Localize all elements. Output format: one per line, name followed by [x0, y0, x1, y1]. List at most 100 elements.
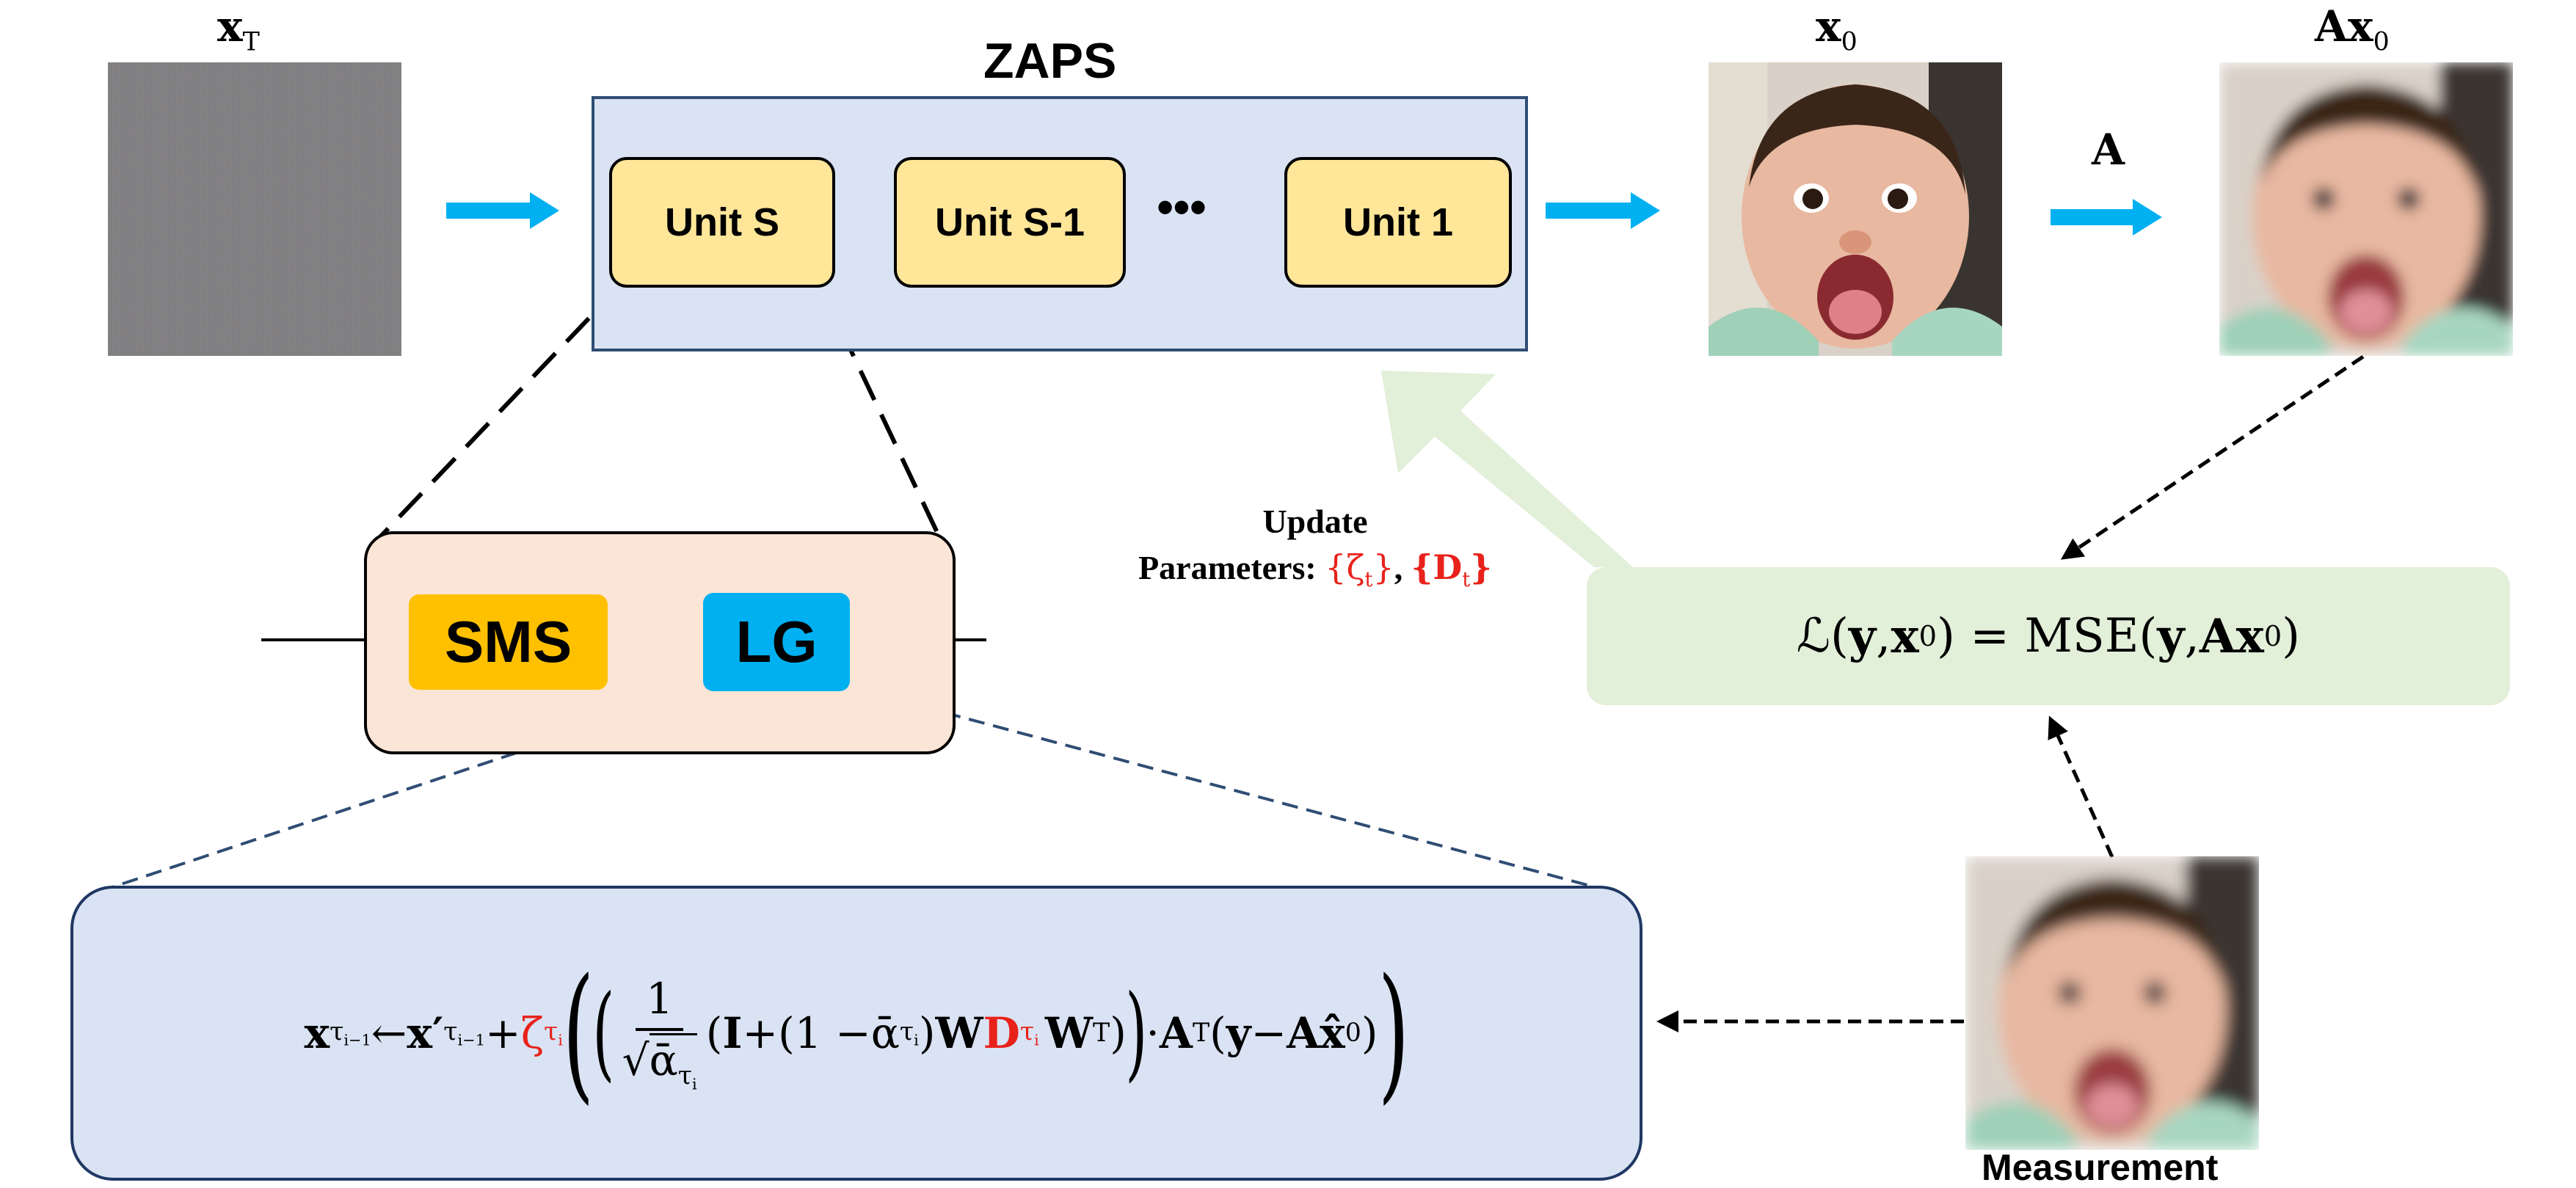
f-plus: +	[484, 1008, 521, 1058]
flow-arrow-noise-to-zaps	[446, 192, 559, 229]
flow-arrow-operator-A	[2051, 199, 2162, 236]
loss-x: x	[1891, 608, 1919, 664]
noise-image-xT	[108, 62, 401, 356]
f-zeta-tau: τ	[544, 1017, 559, 1047]
measurement-label: Measurement	[1982, 1147, 2219, 1188]
f-xprime-tau: τ	[443, 1017, 458, 1047]
loss-y: y	[1848, 608, 1877, 664]
update-parameters-arrow	[1381, 371, 1633, 567]
dashed-arrow-measurement-to-loss	[2048, 715, 2114, 859]
sms-block: SMS	[409, 594, 608, 690]
flow-arrow-zaps-to-x0	[1546, 192, 1660, 229]
update-parameters-text: Parameters:	[1138, 549, 1325, 587]
f-paren2-close: )	[1361, 1008, 1378, 1058]
f-I: I	[722, 1008, 743, 1058]
lg-block: LG	[703, 593, 850, 691]
loss-sep: ,	[1876, 609, 1891, 663]
f-outer-paren-open: (	[562, 947, 594, 1118]
loss-close: )	[2282, 609, 2301, 663]
f-AT-sup: T	[1192, 1018, 1210, 1048]
label-Ax0: Ax0	[2315, 1, 2390, 57]
f-xprime-sub: τi−1	[443, 1017, 485, 1049]
f-fraction: 1 √ᾱτi	[622, 974, 697, 1093]
loss-L: ℒ(	[1796, 609, 1849, 663]
f-zeta: ζ	[520, 1008, 545, 1058]
update-comma: ,	[1394, 549, 1411, 587]
f-xhat-sub: 0	[1345, 1018, 1361, 1048]
f-fraction-denominator: √ᾱτi	[622, 1031, 697, 1093]
f-paren-open: (	[705, 1008, 723, 1058]
f-D-sub: τi	[1020, 1017, 1039, 1049]
f-fraction-numerator: 1	[636, 974, 684, 1031]
f-xprime: x′	[407, 1008, 444, 1058]
label-x0: x0	[1816, 1, 1858, 57]
update-zeta-close: }	[1372, 547, 1394, 588]
f-lhs-sub: τi−1	[330, 1017, 371, 1049]
zaps-title: ZAPS	[983, 33, 1117, 89]
f-xprime-subsub: i−1	[457, 1031, 485, 1049]
f-lhs-tau: τ	[330, 1017, 344, 1047]
loss-Ax-sub: 0	[2263, 619, 2282, 653]
f-one-minus: (1 −	[778, 1008, 871, 1058]
loss-y2: y	[2157, 608, 2185, 664]
label-xT: xT	[217, 1, 260, 57]
operator-A-label: A	[2092, 125, 2125, 175]
zoom-line-left	[374, 281, 625, 544]
label-Ax0-symbol: Ax	[2315, 1, 2373, 51]
update-D-symbol: {D	[1411, 547, 1463, 588]
update-parameters-label: Update Parameters: {ζt}, {Dt}	[1132, 499, 1499, 594]
label-x0-symbol: x	[1816, 1, 1841, 51]
f-alphabar: ᾱ	[649, 1035, 678, 1085]
f-alphabar2: ᾱ	[870, 1008, 900, 1058]
label-xT-subscript: T	[242, 27, 260, 57]
f-alphabar2-subsub: i	[914, 1031, 919, 1049]
f-lhs-subsub: i−1	[343, 1031, 371, 1049]
f-D-tau: τ	[1019, 1017, 1035, 1047]
f-W: W	[935, 1008, 983, 1058]
update-D-sub: t	[1462, 567, 1471, 592]
update-D: {Dt}	[1411, 547, 1492, 591]
degraded-image-Ax0	[2219, 62, 2513, 356]
f-arrow: ←	[371, 1008, 407, 1058]
f-xhat: x̂	[1320, 1008, 1345, 1058]
f-WT-sup: T	[1093, 1018, 1110, 1048]
unit-1: Unit 1	[1284, 157, 1512, 288]
f-sqrt-radicand: ᾱτi	[649, 1032, 697, 1093]
update-zeta: {ζt}	[1325, 547, 1394, 591]
f-inner-paren-close: )	[1125, 973, 1148, 1093]
f-sqrt: √	[622, 1035, 650, 1085]
measurement-image-y	[1965, 856, 2259, 1150]
loss-sep2: ,	[2184, 609, 2200, 663]
label-Ax0-subscript: 0	[2373, 27, 2390, 57]
loss-Ax: Ax	[2199, 608, 2264, 664]
f-minus: −	[1251, 1008, 1287, 1058]
update-zeta-sub: t	[1364, 567, 1373, 592]
update-D-close: }	[1470, 547, 1492, 588]
unit-s: Unit S	[609, 157, 835, 288]
update-line-2: Parameters: {ζt}, {Dt}	[1132, 544, 1499, 593]
label-x0-subscript: 0	[1841, 27, 1858, 57]
update-zeta-symbol: {ζ	[1325, 547, 1365, 588]
f-close-inner: )	[918, 1008, 936, 1058]
f-paren2-open: (	[1209, 1008, 1226, 1058]
f-D-subsub: i	[1034, 1031, 1039, 1049]
f-inner-paren-open: (	[592, 973, 615, 1093]
f-lhs: x	[304, 1008, 330, 1058]
loss-x-sub: 0	[1918, 619, 1938, 653]
f-WT: W	[1044, 1008, 1093, 1058]
f-zeta-sub: τi	[544, 1017, 563, 1049]
unit-s-minus-1: Unit S-1	[894, 157, 1126, 288]
f-outer-paren-close: )	[1378, 947, 1409, 1118]
f-A: A	[1287, 1008, 1320, 1058]
f-alphabar-tau: τ	[677, 1060, 693, 1090]
f-y: y	[1226, 1008, 1251, 1058]
update-line-1: Update	[1262, 503, 1368, 540]
lg-zoom-line-right	[848, 685, 1593, 888]
f-paren-close: )	[1110, 1008, 1127, 1058]
reconstructed-image-x0	[1709, 62, 2002, 356]
f-alphabar-sub: τi	[677, 1060, 697, 1093]
